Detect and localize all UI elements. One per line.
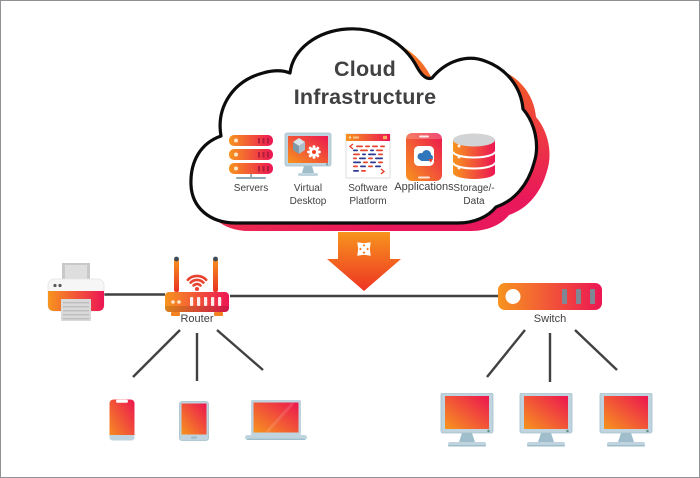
monitor-icon [599, 393, 653, 447]
label-virtual-desktop: Virtual Desktop [289, 183, 327, 207]
monitor-icon [519, 393, 573, 447]
router-icon [165, 256, 229, 316]
switch-icon [498, 283, 602, 310]
wifi-icon [186, 274, 208, 287]
line-switch-monitor-3 [574, 329, 618, 371]
cloud-title: Cloud Infrastructure [293, 57, 437, 109]
switch-label: Switch [533, 313, 567, 325]
smartphone-icon [109, 399, 135, 441]
router-label: Router [180, 313, 214, 325]
label-servers: Servers [233, 183, 269, 194]
line-router-smartphone [132, 329, 181, 378]
applications-icon [406, 133, 442, 181]
storage-data-icon [452, 133, 496, 179]
printer-icon [47, 263, 105, 321]
down-arrow-icon [327, 232, 401, 291]
tablet-icon [179, 401, 209, 441]
servers-icon [229, 135, 273, 179]
virtual-desktop-icon [284, 132, 332, 176]
label-software-platform: Software Platform [348, 183, 388, 207]
connection-lines [101, 293, 618, 382]
label-storage-data: Storage/- Data [453, 183, 495, 207]
line-router-laptop [216, 329, 264, 371]
line-switch-monitor-1 [486, 329, 526, 378]
label-applications: Applications [394, 181, 454, 193]
monitor-icon [440, 393, 494, 447]
software-platform-icon [345, 133, 391, 179]
laptop-icon [245, 400, 307, 440]
cross-arrows-icon [357, 242, 371, 256]
